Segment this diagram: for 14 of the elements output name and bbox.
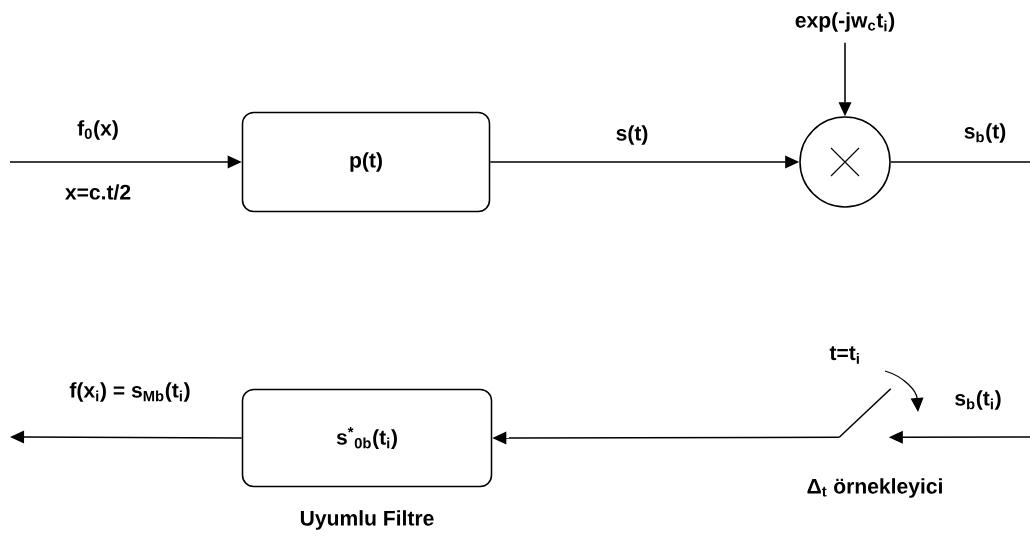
signal-label: exp(-jw$_{c}$t$_{i}$) — [795, 12, 895, 32]
edge-label: f$_{0}$(x) — [75, 118, 121, 142]
edge-label: s$_{b}$(t$_{i}$) — [952, 388, 1004, 412]
edge-label: s$_{b}$(t) — [962, 121, 1008, 145]
sampler-switch — [838, 387, 892, 439]
signal-label: x=c.t/2 — [65, 184, 131, 200]
multiplier-circle — [799, 116, 891, 208]
block-caption: Uyumlu Filtre — [300, 510, 434, 530]
switch-time-label: t=t$_{i}$ — [829, 346, 859, 364]
process-box: s$^{*}$$_{0b}$(t$_{i}$) — [241, 388, 493, 488]
edge-label: f(x$_{i}$) = s$_{Mb}$(t$_{i}$) — [68, 380, 193, 404]
sampler-caption: Δ$_{t}$ örnekleyici — [807, 478, 942, 498]
edge-label: s(t) — [614, 123, 650, 147]
process-box: p(t) — [241, 111, 491, 213]
